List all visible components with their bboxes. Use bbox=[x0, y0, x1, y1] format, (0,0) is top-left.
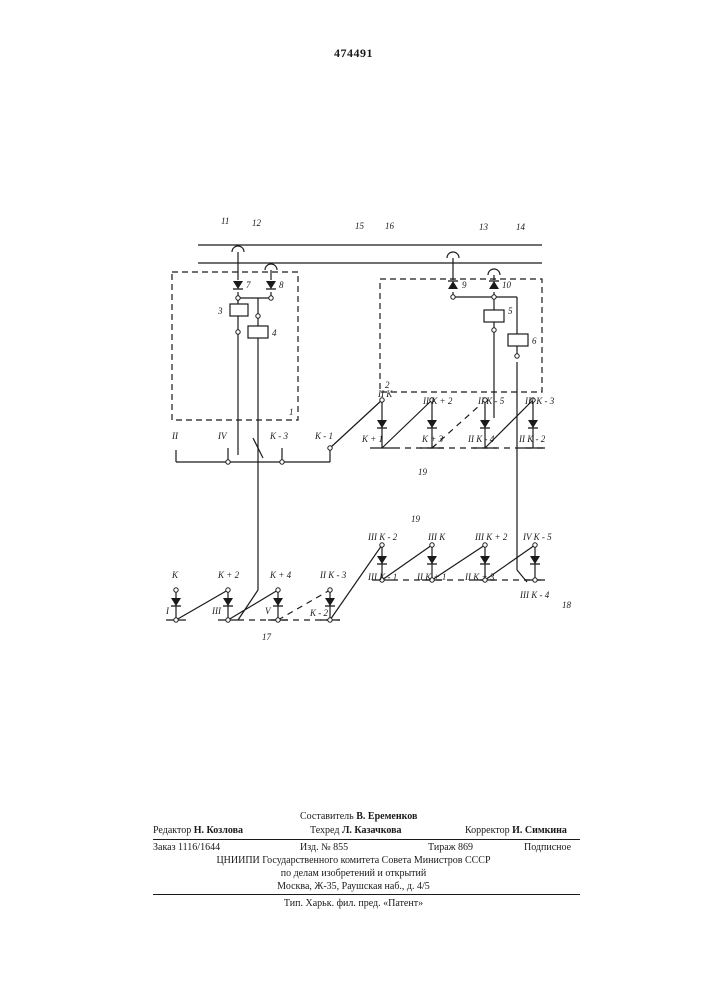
footer-divider-top bbox=[153, 839, 580, 840]
row2-sub-7: III K - 4 bbox=[519, 590, 550, 600]
composer-label: Составитель bbox=[300, 811, 354, 822]
ref-6: 6 bbox=[532, 336, 537, 346]
editor-line: Редактор Н. Козлова bbox=[153, 825, 243, 836]
org-line-1: ЦНИИПИ Государственного комитета Совета … bbox=[0, 855, 707, 866]
techred-label: Техред bbox=[310, 825, 339, 836]
row2-sub-6: II K + 3 bbox=[464, 572, 495, 582]
ref-19b: 19 bbox=[411, 514, 421, 524]
row1-label-1: IV bbox=[217, 431, 228, 441]
ref-3: 3 bbox=[217, 306, 223, 316]
row1-label-5: II K + 2 bbox=[422, 396, 453, 406]
block-1 bbox=[172, 272, 298, 420]
row2-sub-0: I bbox=[165, 606, 170, 616]
order-number: Заказ 1116/1644 bbox=[153, 842, 220, 853]
row1-label-3: K - 1 bbox=[314, 431, 333, 441]
row2-label-7: IV K - 5 bbox=[522, 532, 552, 542]
row1-label-0: II bbox=[171, 431, 179, 441]
ref-7: 7 bbox=[246, 280, 251, 290]
ref-11: 11 bbox=[221, 216, 229, 226]
row2-sub-4: III K - 1 bbox=[367, 572, 397, 582]
row2-label-5: III K bbox=[427, 532, 446, 542]
ref-12: 12 bbox=[252, 218, 262, 228]
row2-label-2: K + 4 bbox=[269, 570, 292, 580]
corrector-line: Корректор И. Симкина bbox=[465, 825, 567, 836]
circulation: Тираж 869 bbox=[428, 842, 473, 853]
techred-name: Л. Казачкова bbox=[342, 825, 402, 836]
ref-4: 4 bbox=[272, 328, 277, 338]
ref-16: 16 bbox=[385, 221, 395, 231]
ref-19a: 19 bbox=[418, 467, 428, 477]
row1-label-4: II K bbox=[377, 389, 393, 399]
row2-sub-3: K - 2 bbox=[309, 608, 329, 618]
ref-8: 8 bbox=[279, 280, 284, 290]
ref-13: 13 bbox=[479, 222, 489, 232]
composer-name: В. Еременков bbox=[356, 811, 417, 822]
row2-label-4: III K - 2 bbox=[367, 532, 398, 542]
row2-sub-1: III bbox=[211, 606, 222, 616]
corrector-name: И. Симкина bbox=[512, 825, 567, 836]
ref-1: 1 bbox=[289, 407, 294, 417]
row1-label-2: K - 3 bbox=[269, 431, 289, 441]
row1-sub-1: K + 3 bbox=[421, 434, 444, 444]
circuit-diagram: 1 2 3 4 5 6 7 8 9 10 11 12 13 14 15 16 1… bbox=[0, 0, 707, 800]
ref-5: 5 bbox=[508, 306, 513, 316]
ref-10: 10 bbox=[502, 280, 512, 290]
ref-18: 18 bbox=[562, 600, 572, 610]
corrector-label: Корректор bbox=[465, 825, 510, 836]
composer-line: Составитель В. Еременков bbox=[300, 811, 417, 822]
ref-15: 15 bbox=[355, 221, 365, 231]
row2-sub-5: II K + 1 bbox=[416, 572, 446, 582]
editor-name: Н. Козлова bbox=[194, 825, 243, 836]
row2-label-6: III K + 2 bbox=[474, 532, 508, 542]
block-2 bbox=[380, 279, 542, 392]
row1-label-6: II K - 5 bbox=[477, 396, 505, 406]
printer: Тип. Харьк. фил. пред. «Патент» bbox=[0, 898, 707, 909]
editor-label: Редактор bbox=[153, 825, 191, 836]
footer-divider-bottom bbox=[153, 894, 580, 895]
row2-label-3: II K - 3 bbox=[319, 570, 347, 580]
row2-label-1: K + 2 bbox=[217, 570, 240, 580]
ref-14: 14 bbox=[516, 222, 526, 232]
row1-label-7: III K - 3 bbox=[524, 396, 555, 406]
edition-number: Изд. № 855 bbox=[300, 842, 348, 853]
row2-label-0: K bbox=[171, 570, 179, 580]
row1-sub-2: II K - 4 bbox=[467, 434, 495, 444]
row1-sub-0: K + 1 bbox=[361, 434, 383, 444]
org-line-2: по делам изобретений и открытий bbox=[0, 868, 707, 879]
ref-9: 9 bbox=[462, 280, 467, 290]
subscription: Подписное bbox=[524, 842, 571, 853]
row2-sub-2: V bbox=[265, 606, 272, 616]
techred-line: Техред Л. Казачкова bbox=[310, 825, 402, 836]
address: Москва, Ж-35, Раушская наб., д. 4/5 bbox=[0, 881, 707, 892]
row1-sub-3: II K - 2 bbox=[518, 434, 546, 444]
ref-17: 17 bbox=[262, 632, 272, 642]
